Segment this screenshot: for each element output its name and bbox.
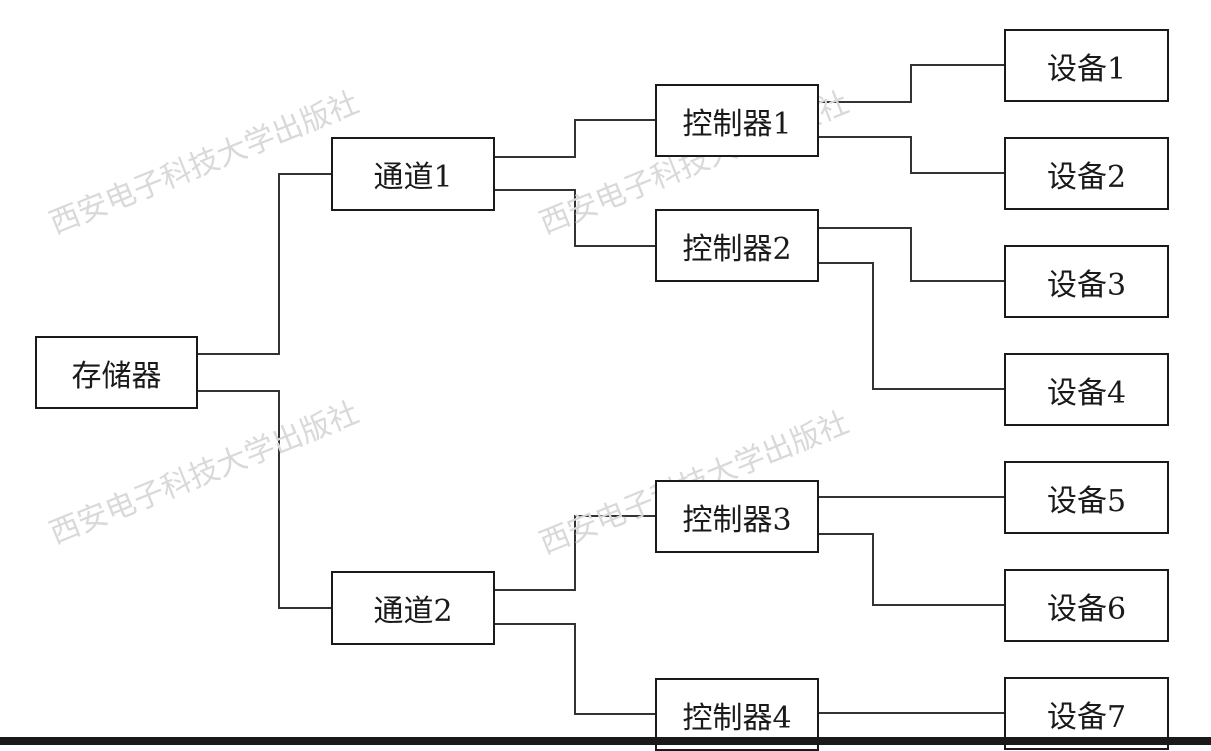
connector-line — [495, 189, 655, 247]
connector-line — [198, 390, 331, 609]
bottom-divider — [0, 737, 1211, 745]
node-device-6: 设备6 — [1004, 569, 1169, 642]
node-device-4: 设备4 — [1004, 353, 1169, 426]
node-device-2: 设备2 — [1004, 137, 1169, 210]
connector-line — [819, 64, 1004, 103]
node-channel-2: 通道2 — [331, 571, 495, 645]
connector-line — [495, 119, 655, 158]
connector-line — [819, 227, 1004, 282]
node-channel-1: 通道1 — [331, 137, 495, 211]
node-memory: 存储器 — [35, 336, 198, 409]
cropped-red-heading — [68, 736, 348, 745]
node-controller-1: 控制器1 — [655, 84, 819, 157]
node-controller-2: 控制器2 — [655, 209, 819, 282]
connector-line — [819, 136, 1004, 174]
node-controller-3: 控制器3 — [655, 480, 819, 553]
connector-line — [819, 533, 1004, 606]
connector-line — [819, 262, 1004, 390]
connector-line — [495, 623, 655, 715]
node-device-5: 设备5 — [1004, 461, 1169, 534]
node-device-1: 设备1 — [1004, 29, 1169, 102]
node-device-3: 设备3 — [1004, 245, 1169, 318]
connector-line — [198, 173, 331, 355]
connector-line — [495, 515, 655, 591]
